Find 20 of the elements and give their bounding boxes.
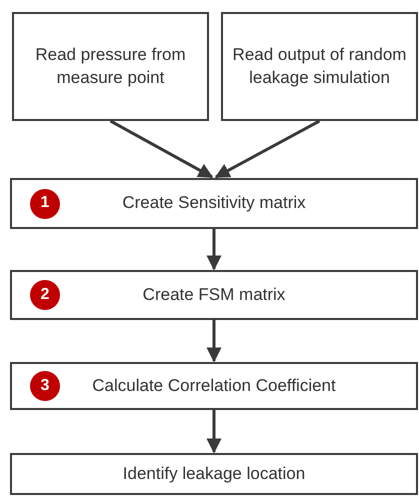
- box-label: Calculate Correlation Coefficient: [92, 374, 336, 397]
- box-label: Read pressure from measure point: [34, 44, 187, 88]
- process-box: [12, 12, 209, 121]
- arrow: [206, 229, 222, 270]
- process-box: [10, 362, 418, 410]
- process-box: [221, 12, 418, 121]
- box-label: Create Sensitivity matrix: [122, 192, 306, 214]
- process-box: [10, 270, 418, 320]
- arrow: [110, 120, 214, 178]
- arrow: [206, 320, 222, 362]
- box-label: Identify leakage location: [122, 462, 306, 485]
- number-badge: 2: [30, 280, 60, 310]
- process-box: [10, 178, 418, 229]
- box-label: Read output of random leakage simulation: [232, 44, 408, 88]
- number-badge: 3: [30, 371, 60, 401]
- process-box: [10, 453, 418, 495]
- arrow: [206, 410, 222, 454]
- number-badge: 1: [30, 188, 60, 218]
- box-label: Create FSM matrix: [142, 284, 286, 306]
- arrow: [214, 120, 320, 178]
